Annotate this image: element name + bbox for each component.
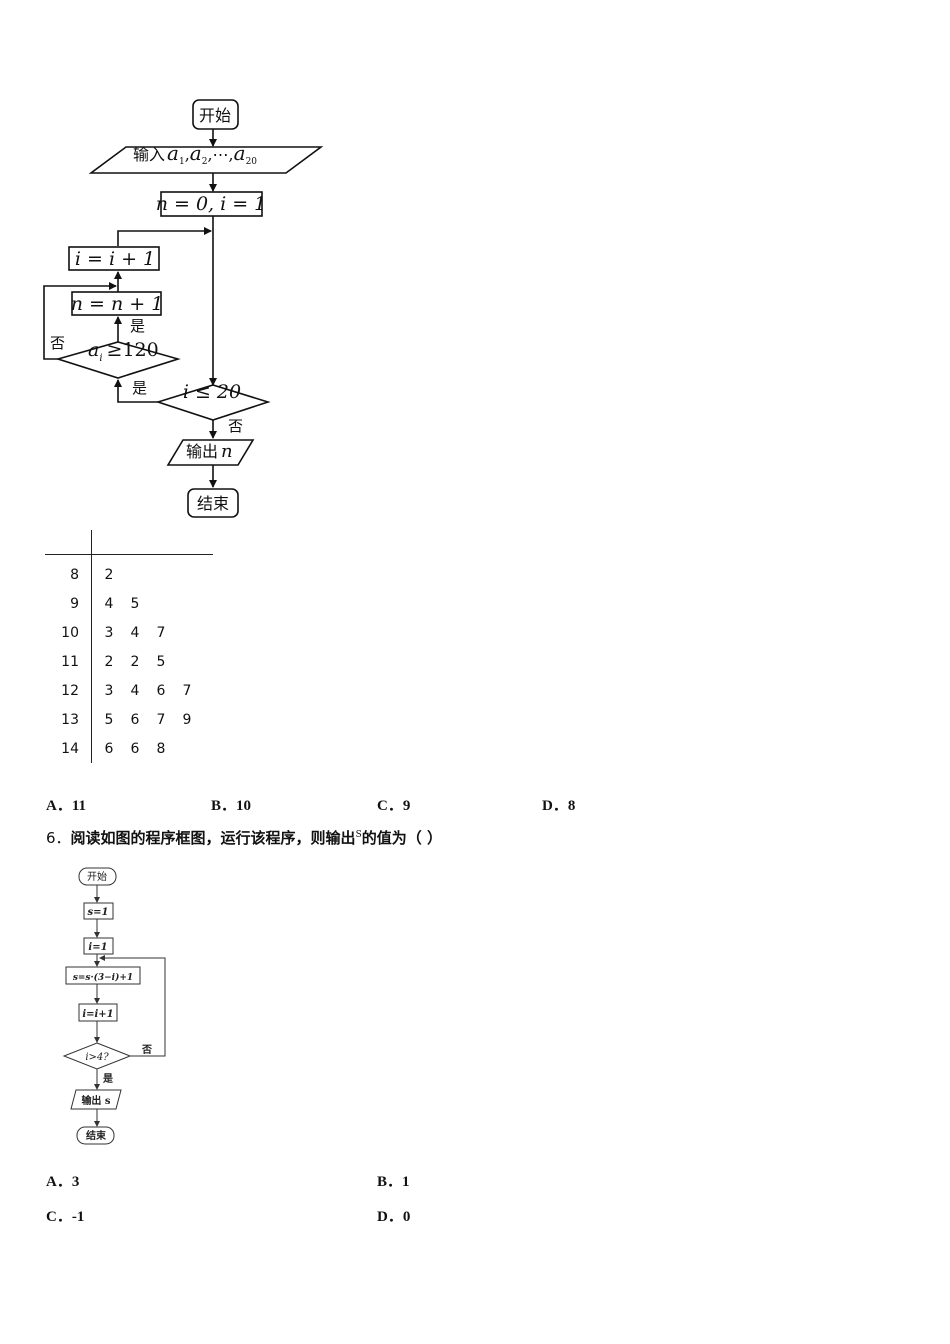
leaf-value: 6 (104, 741, 114, 757)
fc2-init-i-box (83, 937, 114, 955)
stem-leaf-divider (91, 530, 92, 763)
start-label: 开始 (199, 106, 231, 125)
fc2-output-parallelogram (70, 1089, 122, 1110)
stem-value: 12 (61, 683, 79, 699)
leaf-value: 5 (104, 712, 114, 728)
incr-i-box (68, 246, 160, 271)
fc2-output-label: 输出 s (81, 1094, 110, 1107)
fc2-init-s-label: s=1 (88, 907, 109, 918)
q6-text-before: 阅读如图的程序框图，运行该程序，则输出 (70, 829, 356, 847)
inner-condition-label: ai≥120 (88, 339, 159, 364)
leaf-value: 5 (130, 596, 140, 612)
leaf-value: 6 (156, 683, 166, 699)
q6-text-after: 的值为（ ） (361, 829, 442, 847)
q5-option-d[interactable]: D．8 (542, 798, 576, 814)
leaf-value: 3 (104, 625, 114, 641)
output-parallelogram (166, 439, 255, 466)
stem-value: 10 (61, 625, 79, 641)
input-parallelogram (88, 146, 324, 174)
q5-option-b[interactable]: B．10 (211, 798, 252, 814)
init-label: n = 0, i = 1 (156, 193, 267, 215)
leaf-value: 4 (130, 625, 140, 641)
q6-number: 6． (46, 829, 71, 847)
stem-leaf-header-line (45, 554, 213, 555)
fc2-init-i-label: i=1 (88, 942, 107, 953)
leaf-value: 2 (130, 654, 140, 670)
q6-option-d[interactable]: D．0 (377, 1209, 411, 1225)
fc2-start-label: 开始 (87, 870, 107, 883)
fc2-update-i-box (78, 1003, 118, 1022)
stem-value: 8 (70, 567, 79, 583)
incr-n-label: n = n + 1 (71, 293, 164, 315)
leaf-value: 6 (130, 712, 140, 728)
q6-option-a[interactable]: A．3 (46, 1174, 80, 1190)
leaf-value: 5 (156, 654, 166, 670)
leaf-value: 7 (156, 712, 166, 728)
leaf-value: 2 (104, 567, 114, 583)
outer-condition-label: i ≤ 20 (183, 381, 241, 403)
start-terminal (192, 99, 239, 130)
fc2-update-s-box (65, 966, 141, 985)
fc2-end-terminal (76, 1126, 115, 1145)
leaf-value: 9 (182, 712, 192, 728)
no-label-outer: 否 (228, 417, 243, 435)
flowchart-2: 开始 s=1 i=1 s=s·(3−i)+1 i=i+1 i>4? 否 是 输出… (62, 867, 166, 1145)
leaf-value: 2 (104, 654, 114, 670)
fc2-update-i-label: i=i+1 (82, 1009, 113, 1020)
q5-option-c[interactable]: C．9 (377, 798, 411, 814)
q5-option-a[interactable]: A．11 (46, 798, 87, 814)
q6-option-b[interactable]: B．1 (377, 1174, 410, 1190)
stem-value: 14 (61, 741, 79, 757)
stem-value: 13 (61, 712, 79, 728)
fc2-end-label: 结束 (86, 1129, 107, 1142)
leaf-value: 3 (104, 683, 114, 699)
fc2-update-s-label: s=s·(3−i)+1 (73, 972, 133, 983)
q6-question: 6．阅读如图的程序框图，运行该程序，则输出S的值为（ ） (46, 827, 442, 848)
end-label: 结束 (197, 494, 229, 513)
fc2-no-label: 否 (141, 1044, 152, 1056)
q6-option-c[interactable]: C．-1 (46, 1209, 85, 1225)
leaf-value: 6 (130, 741, 140, 757)
leaf-value: 4 (104, 596, 114, 612)
yes-label-outer: 是 (132, 379, 147, 397)
q6-var: S (355, 830, 362, 840)
leaf-value: 8 (156, 741, 166, 757)
stem-value: 11 (61, 654, 79, 670)
inner-condition-diamond (55, 341, 181, 379)
stem-value: 9 (70, 596, 79, 612)
leaf-value: 4 (130, 683, 140, 699)
fc2-yes-label: 是 (102, 1073, 113, 1085)
yes-label-inner: 是 (130, 317, 145, 335)
fc2-condition-label: i>4? (85, 1052, 109, 1063)
incr-n-box (71, 291, 162, 316)
leaf-value: 7 (182, 683, 192, 699)
leaf-value: 7 (156, 625, 166, 641)
fc2-init-s-box (83, 902, 114, 920)
incr-i-label: i = i + 1 (75, 248, 155, 270)
init-box (160, 191, 263, 217)
end-terminal (187, 488, 239, 518)
no-label-inner: 否 (50, 334, 65, 352)
